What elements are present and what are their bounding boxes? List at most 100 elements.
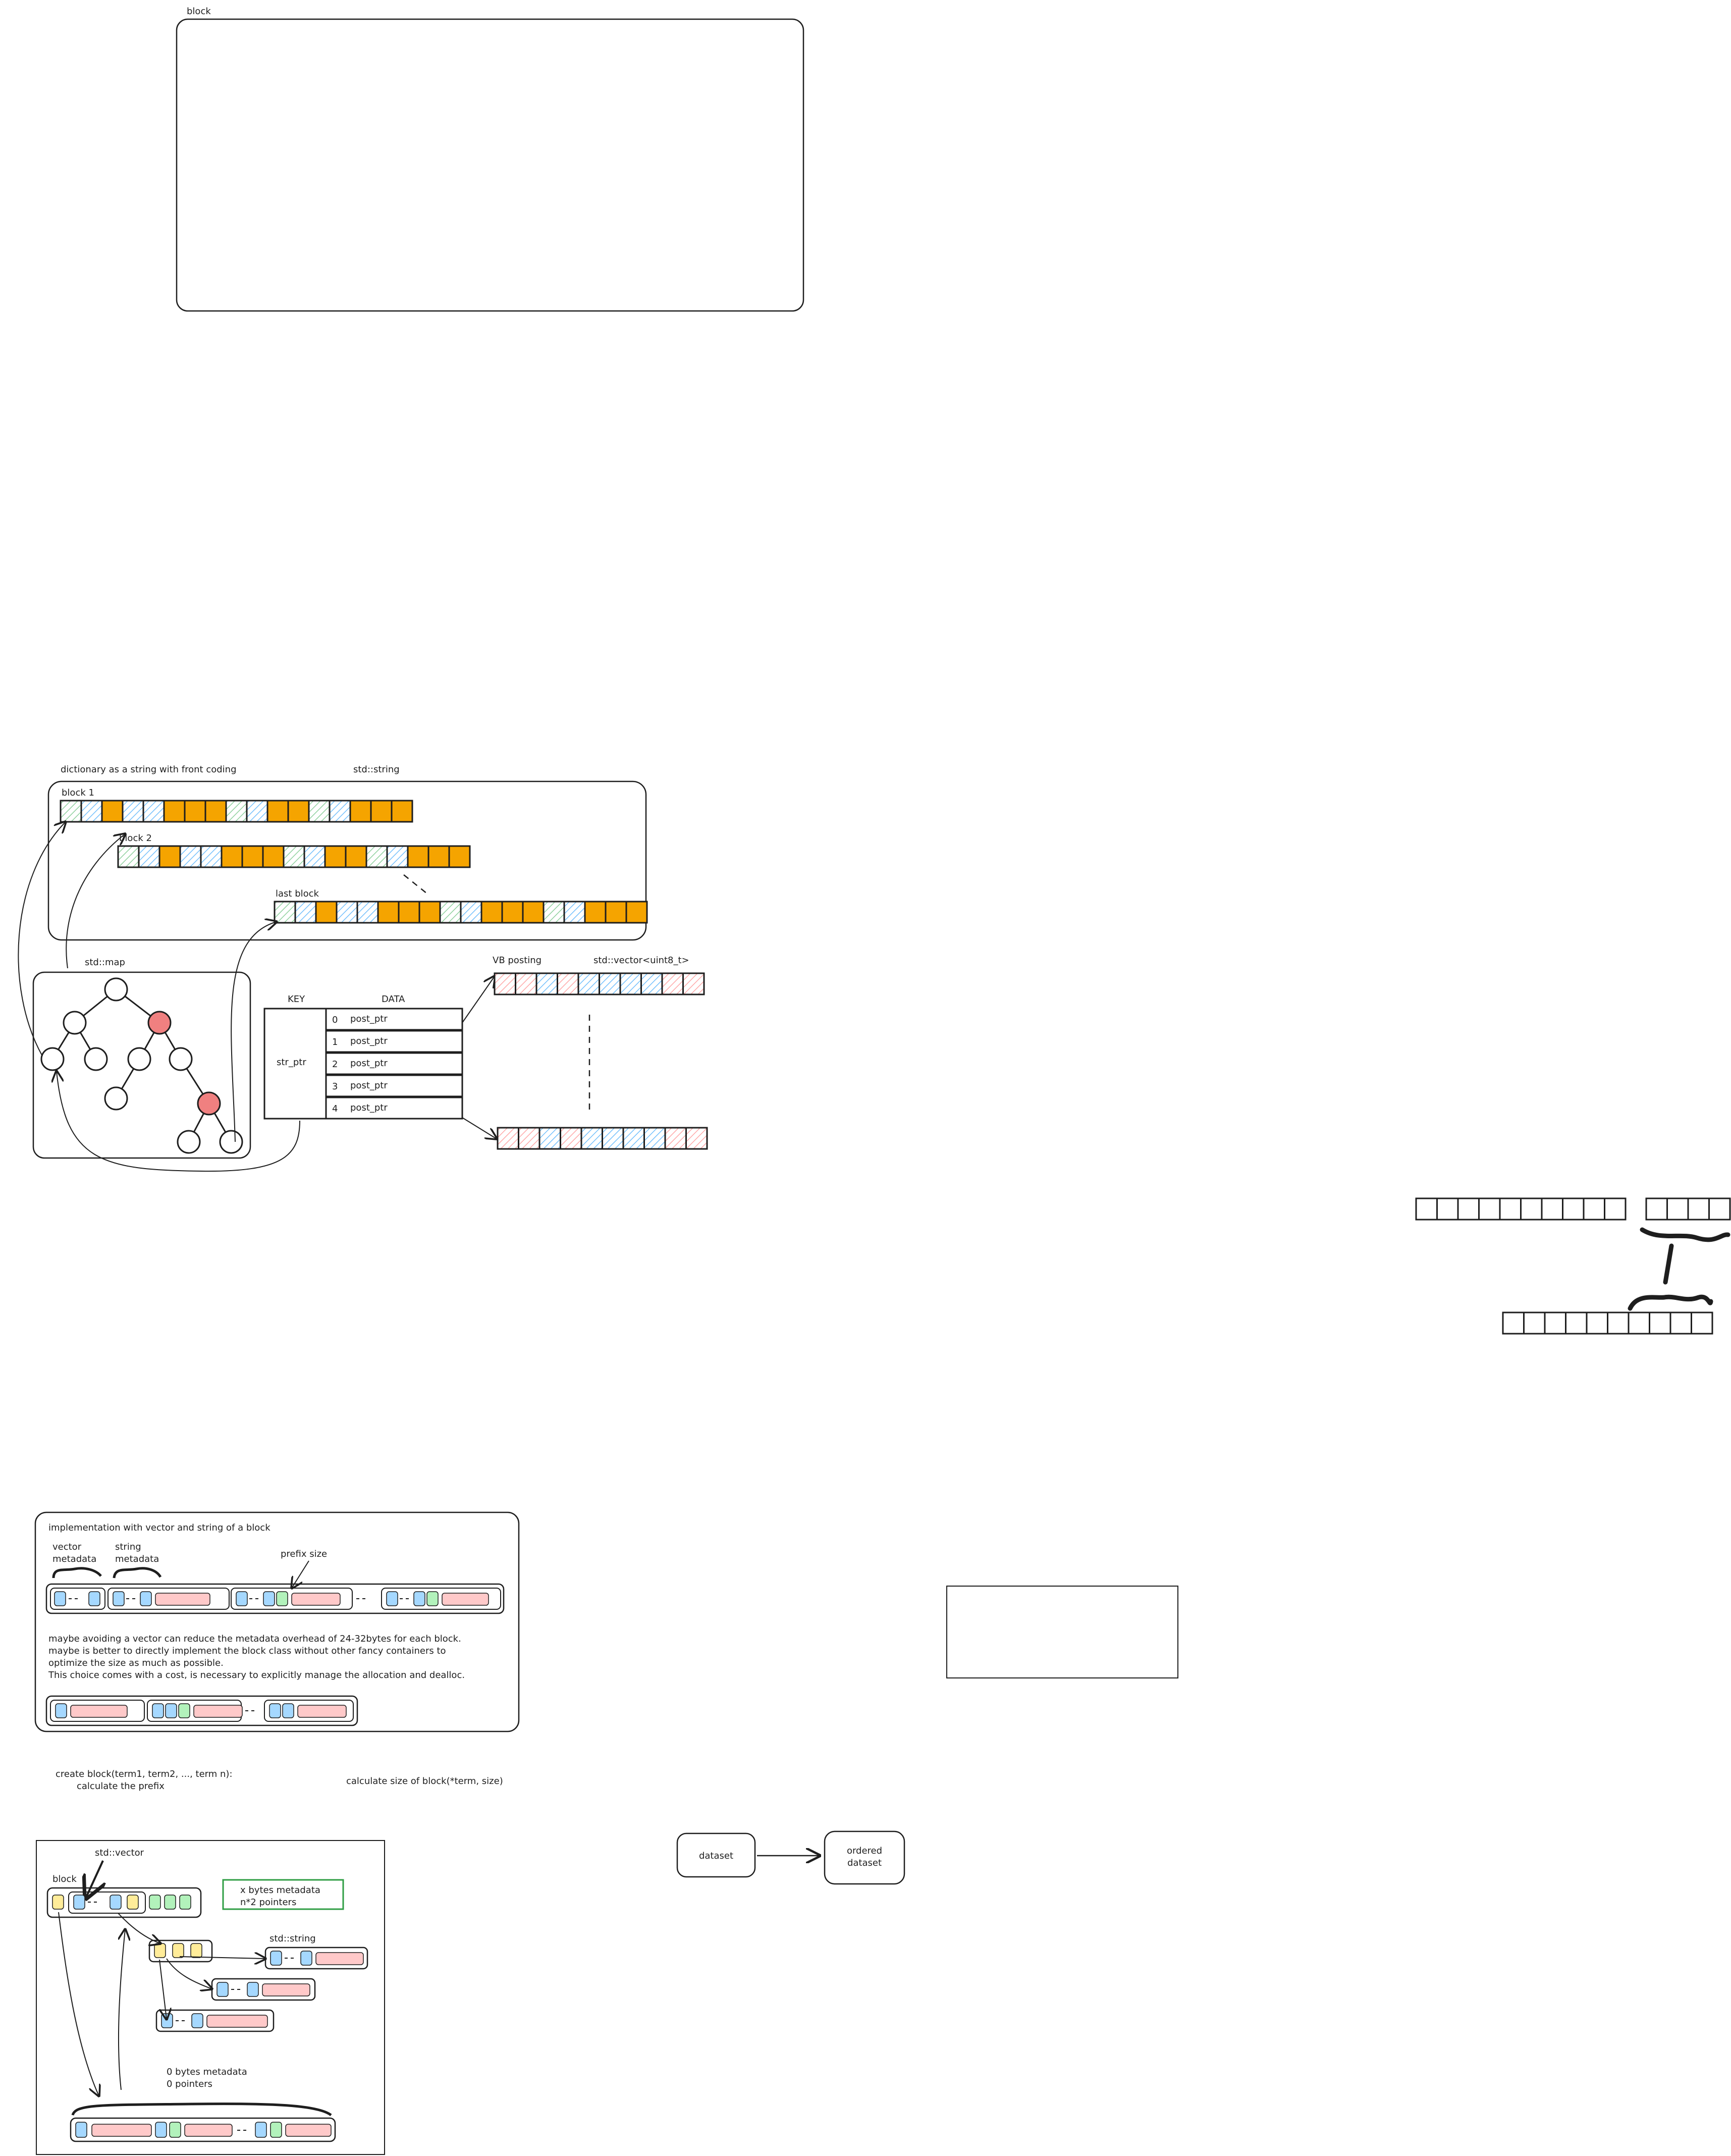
fc-cell [200, 845, 223, 868]
front-coding-title: dictionary as a string with front coding [61, 764, 237, 775]
note-line-4: This choice comes with a cost, is necess… [48, 1670, 465, 1680]
fc-cell [287, 800, 310, 823]
blue-pill [110, 1895, 122, 1910]
blue-pill [300, 1951, 312, 1966]
fc-cell [480, 901, 503, 924]
pb-string-node [155, 2009, 275, 2032]
plain-cell [1502, 1311, 1525, 1335]
fc-cell [563, 901, 586, 924]
legend-box [222, 1879, 344, 1910]
posting-cells-top [494, 972, 705, 995]
posting-cell [518, 1127, 540, 1150]
pb-yellow-node [148, 1939, 213, 1963]
std-string-label: std::string [269, 1933, 316, 1944]
blue-pill [255, 2122, 267, 2138]
meta-pill [152, 1703, 164, 1718]
create-block-signature: create block(term1, term2, ..., term n): [56, 1769, 233, 1779]
plain-cell [1607, 1311, 1630, 1335]
fc-cell [117, 845, 140, 868]
plain-cell [1415, 1197, 1438, 1221]
tree-node [169, 1047, 193, 1071]
plain-cell [1436, 1197, 1459, 1221]
arrow-to-block-2 [66, 834, 125, 969]
string-pill [315, 1952, 364, 1965]
plain-cell [1645, 1197, 1668, 1221]
fc-cell [418, 901, 441, 924]
dataset-box [676, 1832, 756, 1878]
vs2-group [264, 1700, 354, 1722]
posting-cell [535, 972, 558, 995]
arrow-to-last-block [231, 922, 277, 1142]
data-row-index: 4 [332, 1103, 338, 1114]
meta-pill [282, 1703, 294, 1718]
plain-cell [1478, 1197, 1501, 1221]
tree-node [177, 1130, 201, 1154]
green-pill [270, 2122, 282, 2138]
brace-top [1640, 1227, 1730, 1242]
brace-bottom [1628, 1294, 1713, 1311]
string-pill [442, 1593, 489, 1606]
plain-cell [1523, 1311, 1546, 1335]
pointer-block-diagram: std::vector block x bytes metadata n*2 p… [36, 1840, 385, 2155]
ordered-dataset-label-line1: ordered [847, 1846, 882, 1856]
blue-pill [155, 2122, 167, 2138]
fc-cell [225, 800, 248, 823]
plain-cell [1562, 1197, 1585, 1221]
pointer-block-subnodes [148, 1939, 368, 2032]
data-row-value: post_ptr [350, 1058, 388, 1069]
yellow-pill [190, 1943, 202, 1958]
meta-pill [54, 1591, 66, 1606]
posting-cell [602, 1127, 624, 1150]
fc-cell [377, 901, 400, 924]
note-line-1: maybe avoiding a vector can reduce the m… [48, 1634, 461, 1644]
green-pill [179, 1895, 191, 1910]
vb-posting-diagram: VB posting std::vector<uint8_t> [493, 955, 708, 1150]
fc-cell [460, 901, 482, 924]
right-cells-row-a [1415, 1197, 1627, 1221]
string-pill [155, 1593, 210, 1606]
green-pill [169, 2122, 181, 2138]
data-row-index: 3 [332, 1081, 338, 1092]
last-block-label: last block [276, 888, 319, 899]
right-cell-groups [1415, 1197, 1731, 1335]
ellipsis-dashes [403, 874, 427, 894]
vb-posting-type-label: std::vector<uint8_t> [593, 955, 689, 966]
create-block-body: calculate the prefix [77, 1781, 165, 1792]
fc-cell [262, 845, 285, 868]
posting-cell [685, 1127, 708, 1150]
block-1-label: block 1 [62, 787, 94, 798]
fc-cell [122, 800, 144, 823]
pb-outer [46, 1887, 202, 1918]
plain-cell [1628, 1311, 1650, 1335]
plain-cell [1691, 1311, 1713, 1335]
vs-meta-group [50, 1588, 105, 1610]
tree-node [127, 1047, 151, 1071]
posting-cells-bottom [497, 1127, 708, 1150]
string-pill [291, 1593, 341, 1606]
std-vector-label: std::vector [95, 1848, 144, 1858]
tree-node-red [197, 1091, 221, 1116]
meta-pill [269, 1703, 281, 1718]
data-row-index: 1 [332, 1037, 338, 1047]
footer-brace [71, 2102, 332, 2117]
meta-pill [236, 1591, 248, 1606]
plain-cell [1708, 1197, 1731, 1221]
key-header: KEY [288, 994, 305, 1005]
std-map-label: std::map [85, 957, 125, 968]
calculate-size-signature: calculate size of block(*term, size) [346, 1776, 503, 1786]
plain-cell [1687, 1197, 1710, 1221]
posting-cell [560, 1127, 582, 1150]
meta-pill [413, 1591, 425, 1606]
right-cells-row-b [1645, 1197, 1731, 1221]
fc-cell [605, 901, 627, 924]
posting-cell [515, 972, 537, 995]
pointer-block-flat [70, 2117, 336, 2142]
fc-cell [324, 845, 347, 868]
block-2-cells [117, 845, 471, 868]
string-pill [70, 1705, 128, 1718]
data-header: DATA [382, 994, 405, 1005]
last-block-cells [274, 901, 648, 924]
front-coding-frame [47, 780, 647, 941]
fc-cell [303, 845, 326, 868]
meta-pill [263, 1591, 275, 1606]
